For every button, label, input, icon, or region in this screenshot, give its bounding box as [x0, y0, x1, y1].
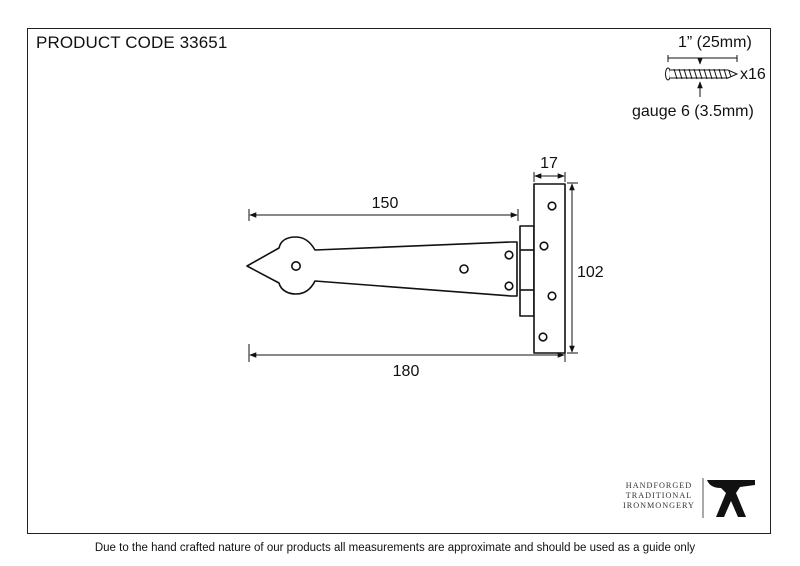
brand-line-3: IRONMONGERY	[623, 501, 695, 511]
hinge-knuckle	[519, 225, 535, 317]
screw-quantity: x16	[740, 66, 766, 83]
tee-hinge	[246, 183, 566, 354]
disclaimer-text: Due to the hand crafted nature of our pr…	[94, 542, 696, 554]
hinge-plate	[533, 183, 566, 354]
dimension-lines	[248, 172, 578, 362]
dim-102-label: 102	[577, 264, 604, 281]
dim-17-label: 17	[540, 155, 558, 172]
hinge-strap	[246, 236, 518, 297]
brand-line-1: HANDFORGED	[625, 481, 693, 490]
screw-length-label: 1” (25mm)	[678, 34, 752, 51]
dim-150-label: 150	[372, 195, 399, 212]
product-code: PRODUCT CODE 33651	[36, 33, 228, 52]
drawing-frame	[27, 28, 771, 534]
dim-180-label: 180	[393, 363, 420, 380]
screw-gauge-label: gauge 6 (3.5mm)	[632, 103, 754, 120]
brand-text: HANDFORGED TRADITIONAL IRONMONGERY	[622, 481, 696, 512]
anvil-icon	[707, 480, 755, 517]
brand-line-2: TRADITIONAL	[625, 491, 693, 501]
screw-icon	[665, 55, 739, 97]
